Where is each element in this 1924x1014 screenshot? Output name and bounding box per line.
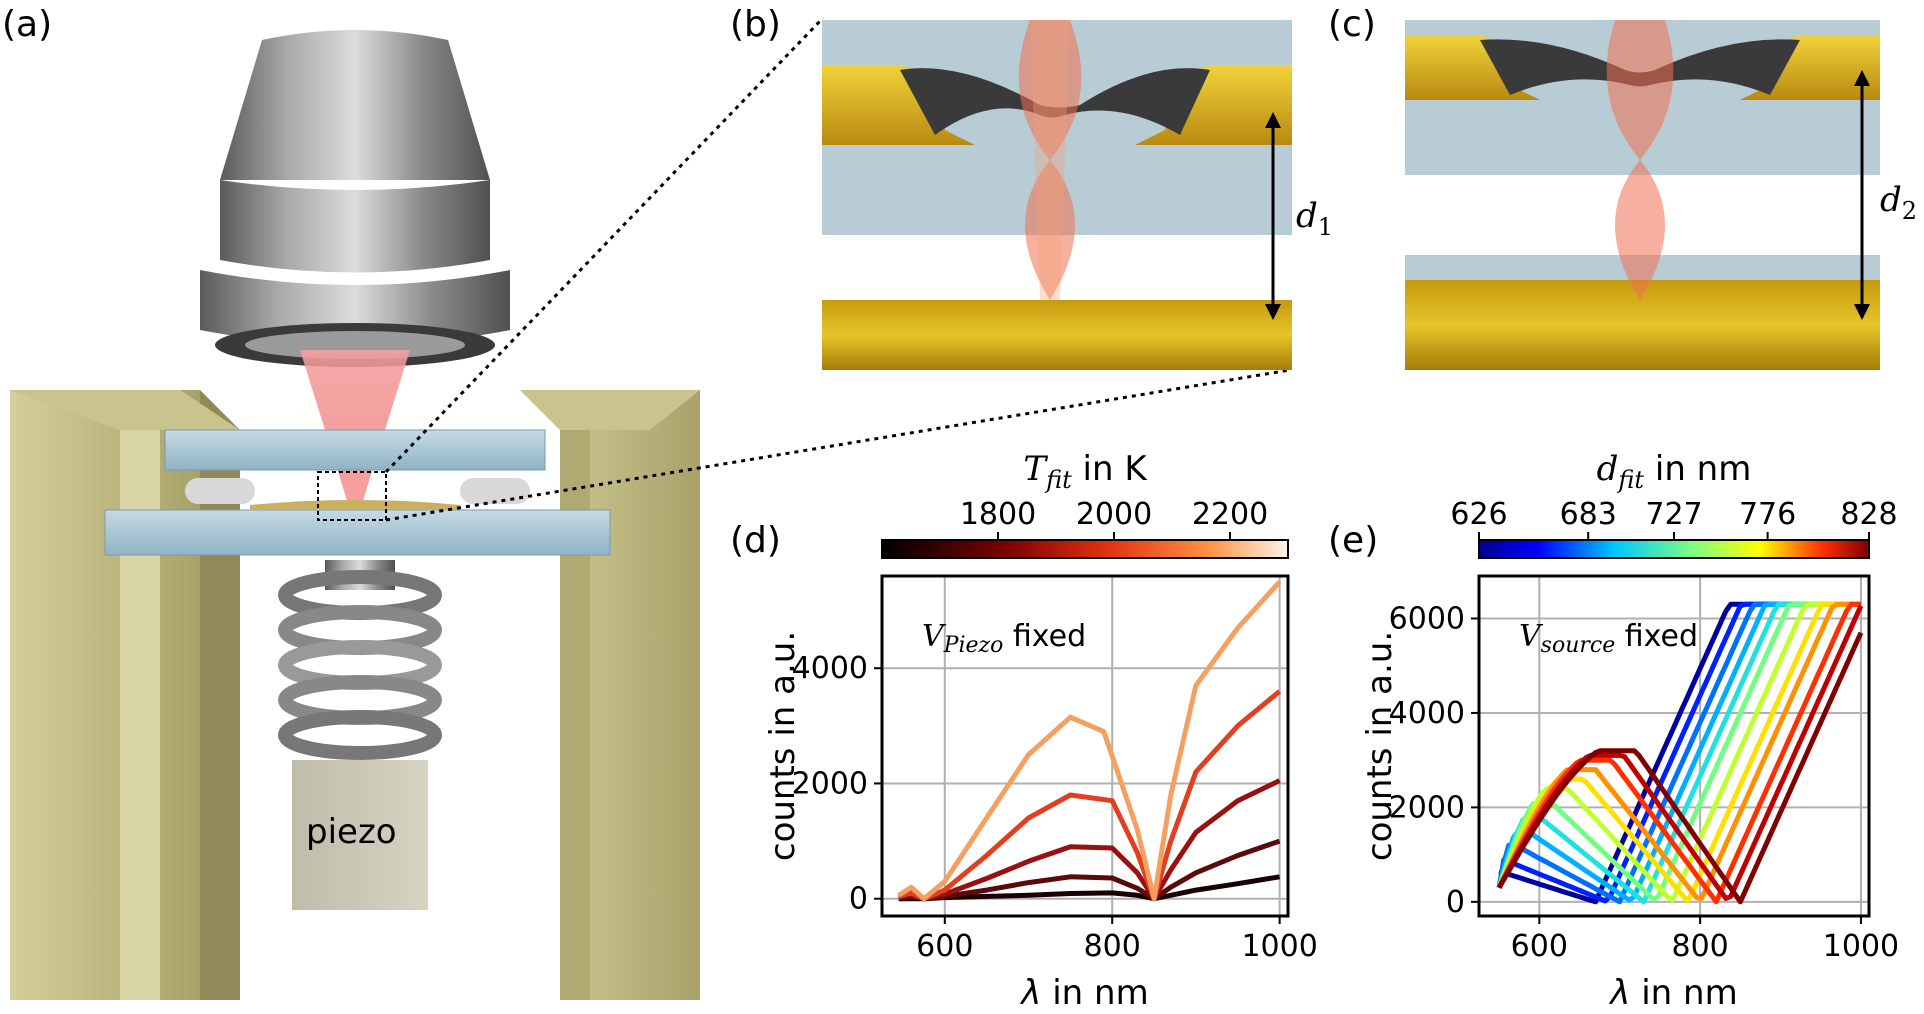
colorbar-tick-label: 2200	[1192, 497, 1268, 532]
colorbar-label: dfit in nm	[1597, 449, 1752, 494]
x-tick-label: 600	[916, 929, 973, 964]
x-axis-label: λ in nm	[1019, 973, 1148, 1013]
colorbar-tick-label: 828	[1840, 497, 1897, 532]
piezo-label: piezo	[306, 812, 397, 852]
series-line-10	[1496, 601, 1861, 905]
y-tick-label: 2000	[792, 766, 868, 801]
series-line-12	[1496, 631, 1864, 905]
annotation: VPiezo fixed	[922, 619, 1086, 658]
y-tick-label: 2000	[1389, 790, 1465, 825]
colorbar	[881, 539, 1289, 559]
cavity-inset-b	[822, 20, 1292, 370]
chart-d: 600 800 1000 0 2000 4000 λ in nm counts in a.u.…	[763, 449, 1318, 1013]
axes-frame	[880, 574, 1290, 918]
d2-label: d2	[1880, 180, 1918, 225]
series-line-6	[1496, 601, 1861, 902]
d1-label: d1	[1296, 196, 1334, 241]
colorbar-tick-label: 1800	[960, 497, 1036, 532]
y-tick-label: 0	[1446, 885, 1465, 920]
x-tick-label: 1000	[1241, 929, 1317, 964]
objective-lens	[200, 30, 510, 367]
annotation: Vsource fixed	[1519, 619, 1698, 658]
colorbar-tick-label: 683	[1560, 497, 1617, 532]
spring	[278, 560, 442, 760]
zoom-box	[317, 471, 387, 521]
colorbar-label: Tfit in K	[1023, 449, 1148, 494]
y-tick-label: 4000	[1389, 696, 1465, 731]
colorbar-tick-label: 727	[1645, 497, 1702, 532]
colorbar	[1478, 539, 1870, 559]
colorbar-tick-label: 2000	[1076, 497, 1152, 532]
axes-frame	[1477, 574, 1871, 918]
panel-label-d: (d)	[730, 520, 781, 561]
x-axis-label: λ in nm	[1608, 973, 1737, 1013]
series-line-11	[1496, 604, 1864, 901]
panel-label-b: (b)	[730, 4, 781, 45]
x-tick-label: 800	[1084, 929, 1141, 964]
y-tick-label: 6000	[1389, 602, 1465, 637]
zoom-line-top	[384, 16, 825, 474]
x-tick-label: 600	[1511, 929, 1568, 964]
series-line-9	[1496, 601, 1861, 901]
panel-label-a: (a)	[2, 4, 53, 45]
piezo-block	[292, 760, 428, 910]
colorbar-tick-label: 776	[1739, 497, 1796, 532]
x-tick-label: 1000	[1823, 929, 1899, 964]
y-tick-label: 4000	[792, 651, 868, 686]
y-axis-label: counts in a.u.	[1360, 631, 1400, 861]
colorbar-tick-label: 626	[1450, 497, 1507, 532]
panel-label-c: (c)	[1328, 4, 1376, 45]
x-tick-label: 800	[1672, 929, 1729, 964]
series-line-5	[897, 580, 1282, 902]
chart-e: 600 800 1000 0 2000 4000 6000 λ in nm counts in …	[1360, 449, 1899, 1013]
y-tick-label: 0	[849, 882, 868, 917]
panel-label-e: (e)	[1328, 520, 1379, 561]
cavity-inset-c	[1405, 20, 1880, 370]
y-axis-label: counts in a.u.	[763, 631, 803, 861]
